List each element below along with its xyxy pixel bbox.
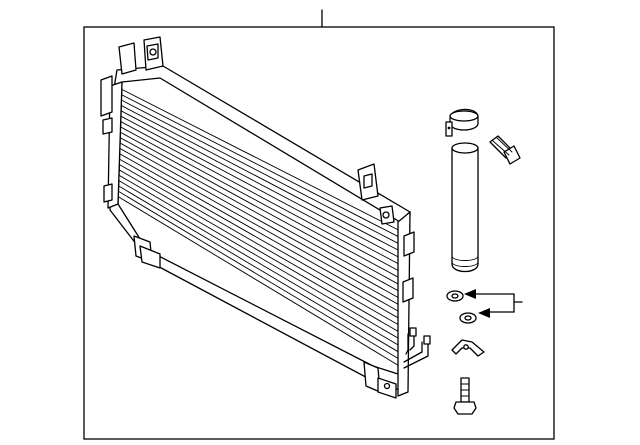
condenser-fins xyxy=(117,88,401,366)
condenser-fin-line xyxy=(121,94,401,238)
condenser-fin-line xyxy=(120,126,400,279)
lower-arrowhead-icon xyxy=(478,308,490,318)
condenser-fin-line xyxy=(120,110,400,259)
condenser-fin-line xyxy=(119,131,400,285)
lower-o-ring xyxy=(459,312,477,324)
condenser-fin-line xyxy=(118,169,399,333)
condenser-fin-line xyxy=(119,147,400,306)
receiver-dryer-bracket-clamp xyxy=(445,108,479,137)
condenser-fin-line xyxy=(119,153,400,312)
condenser-fin-line xyxy=(120,121,400,272)
mount-bolt xyxy=(453,377,477,415)
diagram-frame xyxy=(83,26,555,440)
condenser-fin-line xyxy=(118,180,399,346)
left-mount-tab xyxy=(100,75,113,117)
condenser-fin-line xyxy=(118,185,399,353)
dryer-mount-bracket xyxy=(451,339,485,357)
bottom-right-bracket xyxy=(363,361,397,399)
condenser-fin-line xyxy=(118,174,399,339)
condenser-fin-line xyxy=(121,99,401,245)
receiver-dryer-bolt xyxy=(489,135,521,165)
condenser-fin-line xyxy=(120,105,401,252)
bottom-left-bracket xyxy=(133,235,161,269)
upper-o-ring xyxy=(446,290,464,302)
top-left-bracket xyxy=(118,36,164,75)
condenser-fin-line xyxy=(118,164,400,326)
condenser-fin-line xyxy=(119,158,400,319)
upper-arrowhead-icon xyxy=(464,289,476,299)
condenser-fin-line xyxy=(117,196,399,366)
condenser-assembly xyxy=(100,36,431,399)
condenser-pipe-fittings xyxy=(403,327,431,369)
condenser-fin-line xyxy=(119,142,400,299)
condenser-fin-line xyxy=(121,88,401,232)
receiver-dryer-cylinder xyxy=(451,142,479,273)
condenser-fin-line xyxy=(119,137,400,292)
condenser-fin-line xyxy=(120,115,400,265)
top-right-bracket xyxy=(357,163,395,225)
condenser-fin-line xyxy=(117,190,399,359)
o-ring-callout xyxy=(464,289,523,318)
